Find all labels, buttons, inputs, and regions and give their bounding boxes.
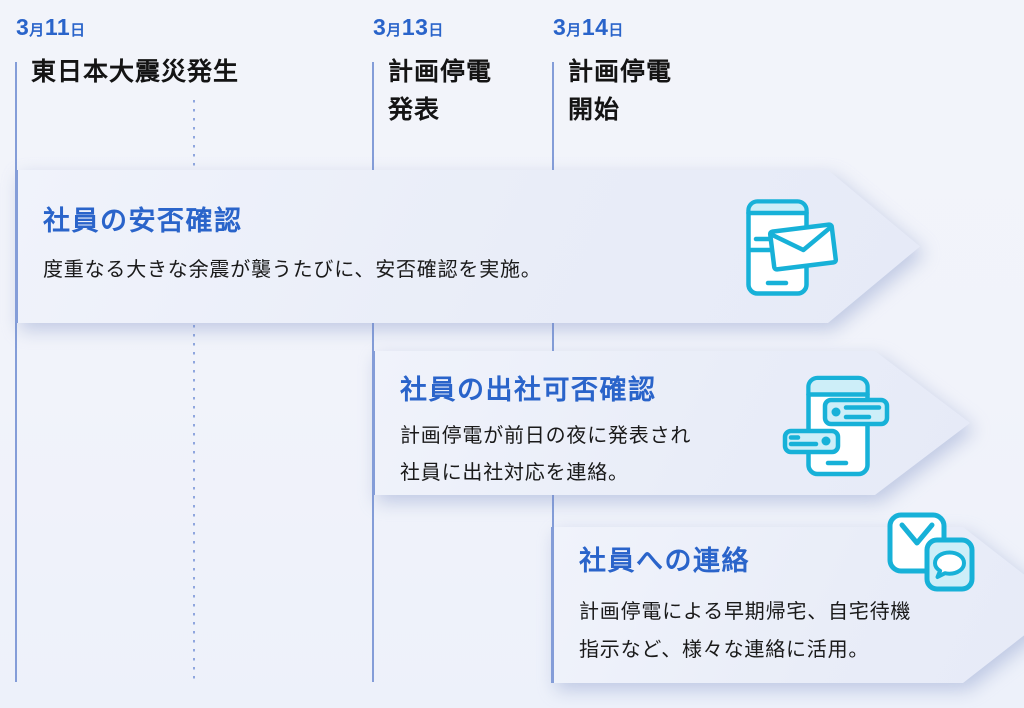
band-title: 社員の安否確認 bbox=[43, 206, 243, 236]
band-title: 社員への連絡 bbox=[579, 546, 750, 576]
event-label: 計画停電 発表 bbox=[388, 58, 493, 124]
band-title: 社員の出社可否確認 bbox=[400, 375, 657, 405]
event-label: 東日本大震災発生 bbox=[31, 58, 240, 86]
timeline-column-mar14: 3月14日 計画停電 開始 bbox=[552, 14, 672, 129]
timeline-column-mar13: 3月13日 計画停電 発表 bbox=[372, 14, 492, 129]
band-description: 計画停電による早期帰宅、自宅待機 指示など、様々な連絡に活用。 bbox=[579, 601, 912, 661]
band-description: 計画停電が前日の夜に発表され 社員に出社対応を連絡。 bbox=[400, 425, 692, 484]
event-label: 計画停電 開始 bbox=[568, 58, 673, 124]
band-employee-contact: 社員への連絡 計画停電による早期帰宅、自宅待機 指示など、様々な連絡に活用。 bbox=[551, 527, 1024, 683]
date-label: 3月13日 bbox=[373, 14, 444, 40]
band-description: 度重なる大きな余震が襲うたびに、安否確認を実施。 bbox=[43, 259, 542, 281]
phone-notifications-icon bbox=[782, 375, 890, 477]
timeline-dotted-line bbox=[193, 100, 195, 682]
timeline-column-mar11: 3月11日 東日本大震災発生 bbox=[15, 14, 239, 91]
mail-chat-icon bbox=[887, 512, 975, 592]
date-label: 3月14日 bbox=[553, 14, 624, 40]
date-label: 3月11日 bbox=[16, 14, 86, 40]
phone-mail-icon bbox=[746, 199, 839, 296]
timeline-line-mar11 bbox=[15, 62, 17, 682]
